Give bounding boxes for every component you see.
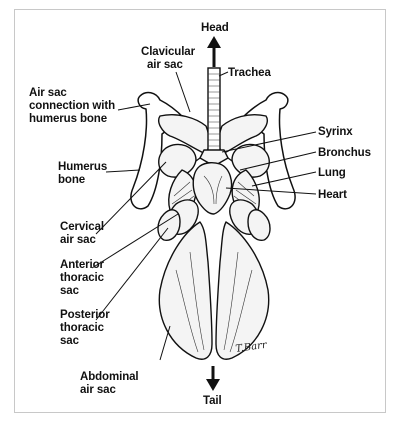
clavicular-air-sac-label-line1: Clavicular (141, 46, 196, 58)
posterior-thoracic-sac-label-line1: Posterior (60, 309, 110, 321)
humerus-bone-label-line1: Humerus (58, 161, 107, 173)
cervical-air-sacs (158, 143, 270, 178)
clavicular-air-sac (158, 114, 268, 155)
tail-arrow (206, 366, 220, 391)
abdominal-air-sac-label-line1: Abdominal (80, 371, 139, 383)
syrinx-label: Syrinx (318, 126, 353, 138)
humerus-bone-label-line2: bone (58, 174, 85, 186)
clavicular-air-sac-label-line2: air sac (147, 59, 183, 71)
head-label: Head (201, 22, 229, 34)
heart (192, 161, 233, 215)
anterior-thoracic-sac-label-line2: thoracic (60, 272, 105, 284)
anterior-thoracic-sac-label-line1: Anterior (60, 259, 105, 271)
lung-label: Lung (318, 167, 346, 179)
air-sac-connection-label-line3: humerus bone (29, 113, 107, 125)
cervical-air-sac-label-line2: air sac (60, 234, 96, 246)
bronchus-label: Bronchus (318, 147, 371, 159)
abdominal-air-sacs (158, 221, 270, 360)
air-sac-connection-label-line2: connection with (29, 100, 115, 112)
heart-label: Heart (318, 189, 347, 201)
cervical-air-sac-label-line1: Cervical (60, 221, 104, 233)
trachea (207, 67, 221, 153)
head-arrow (207, 36, 221, 67)
air-sac-connection-label-line1: Air sac (29, 87, 67, 99)
anterior-thoracic-sac-label-line3: sac (60, 285, 80, 297)
posterior-thoracic-sac-label-line2: thoracic (60, 322, 105, 334)
artist-signature: T.Barr (235, 340, 269, 355)
leader-lines (91, 71, 317, 361)
posterior-thoracic-sac-label-line3: sac (60, 335, 80, 347)
abdominal-air-sac-label-line2: air sac (80, 384, 116, 396)
tail-label: Tail (203, 395, 222, 407)
posterior-thoracic-sacs (157, 209, 271, 241)
trachea-label: Trachea (228, 67, 271, 79)
